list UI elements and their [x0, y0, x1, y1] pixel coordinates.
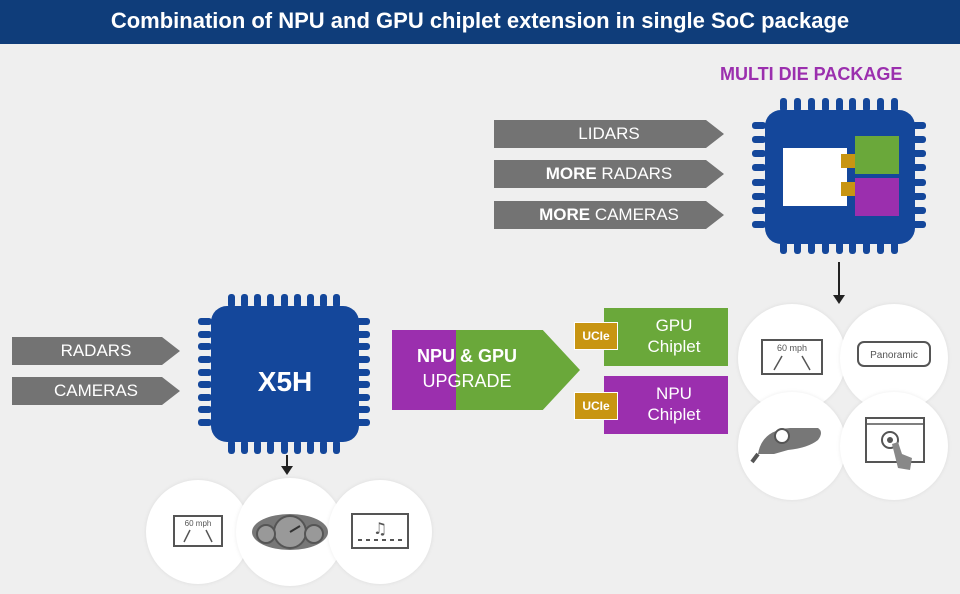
- input-bold: MORE: [545, 164, 597, 183]
- upgrade-line2: UPGRADE: [422, 371, 512, 391]
- chip-pins-left: [198, 318, 212, 426]
- chip-pins-right: [356, 318, 370, 426]
- input-label: CAMERAS: [590, 205, 679, 224]
- input-arrow-lidars: LIDARS: [494, 120, 724, 148]
- npu-gpu-upgrade-arrow: NPU & GPU UPGRADE: [392, 330, 580, 410]
- speed-display-icon: 60 mph: [173, 515, 223, 547]
- input-arrow-radars: RADARS: [12, 337, 180, 365]
- multi-die-title: MULTI DIE PACKAGE: [720, 64, 903, 84]
- ucie-label: UCIe: [582, 399, 610, 413]
- chip-pins-right: [912, 122, 926, 228]
- page-title: Combination of NPU and GPU chiplet exten…: [110, 8, 850, 33]
- chip-pins-top: [228, 294, 340, 308]
- touch-screen-circle: [840, 392, 948, 500]
- chiplet-name: Chiplet: [647, 405, 701, 424]
- upgrade-npu: NPU: [416, 346, 455, 366]
- gauges-circle: [236, 478, 344, 586]
- upgrade-purple-segment: [392, 330, 456, 410]
- chiplet-name: Chiplet: [647, 337, 701, 356]
- speed-display-circle: 60 mph: [146, 480, 250, 584]
- chip-pins-top: [780, 98, 898, 112]
- input-arrow-more-cameras: MORE CAMERAS: [494, 201, 724, 229]
- input-label: RADARS: [596, 164, 673, 183]
- driver-camera-circle: [738, 392, 846, 500]
- multi-die-chip-body: [765, 110, 915, 244]
- input-label: LIDARS: [578, 124, 640, 143]
- npu-chiplet: NPU Chiplet: [604, 376, 728, 434]
- input-label: CAMERAS: [53, 381, 139, 400]
- touch-screen-icon: [865, 417, 925, 470]
- ucie-bridge-top: [841, 154, 855, 168]
- x5h-down-arrow: [281, 455, 293, 475]
- music-display-icon: ♫: [351, 513, 409, 549]
- upgrade-amp: &: [460, 346, 473, 366]
- panoramic-display-icon: Panoramic: [857, 341, 931, 367]
- speed-display-icon: 60 mph: [761, 339, 823, 375]
- upgrade-line1: NPU & GPU: [392, 346, 542, 367]
- chiplet-name: GPU: [655, 316, 693, 335]
- svg-text:♫: ♫: [373, 519, 387, 538]
- gpu-chiplet: GPU Chiplet: [604, 308, 728, 366]
- media-circle: ♫: [328, 480, 432, 584]
- driver-monitor-icon: [750, 428, 821, 464]
- panoramic-circle: Panoramic: [840, 304, 948, 412]
- input-bold: MORE: [539, 205, 591, 224]
- chip-label: X5H: [257, 366, 313, 397]
- upgrade-gpu: GPU: [478, 346, 518, 366]
- speed-text: 60 mph: [185, 519, 212, 528]
- npu-die: [855, 178, 899, 216]
- chip-pins-left: [752, 122, 766, 228]
- gpu-die: [855, 136, 899, 174]
- gauge-cluster-icon: [252, 514, 328, 550]
- chiplet-name: NPU: [656, 384, 692, 403]
- input-arrow-more-radars: MORE RADARS: [494, 160, 724, 188]
- multi-die-down-arrow: [833, 262, 845, 304]
- ucie-bridge-bottom: [841, 182, 855, 196]
- chip-pins-bottom: [228, 440, 340, 454]
- input-arrow-cameras: CAMERAS: [12, 377, 180, 405]
- speed-text: 60 mph: [777, 343, 807, 353]
- chip-pins-bottom: [780, 240, 898, 254]
- title-bar: Combination of NPU and GPU chiplet exten…: [0, 0, 960, 44]
- panoramic-text: Panoramic: [870, 350, 918, 361]
- main-die: [783, 148, 847, 206]
- ucie-badge-gpu: UCIe: [574, 322, 618, 350]
- ucie-badge-npu: UCIe: [574, 392, 618, 420]
- input-label: RADARS: [60, 341, 132, 360]
- chip-body: X5H: [211, 306, 359, 442]
- upgrade-green-segment: [456, 330, 580, 410]
- ucie-label: UCIe: [582, 329, 610, 343]
